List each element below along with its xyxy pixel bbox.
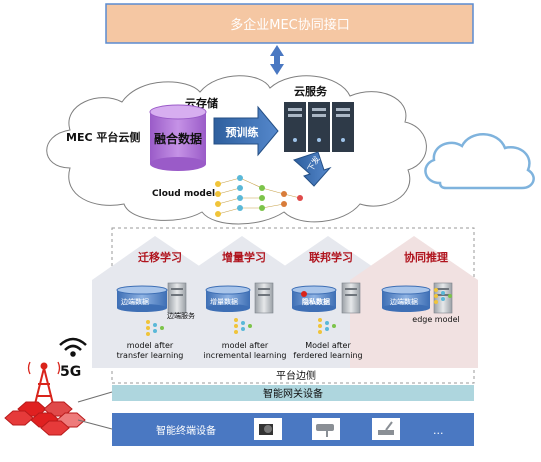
fused-data-label: 融合数据 — [154, 131, 202, 146]
double-arrow-icon — [270, 45, 284, 75]
download-arrow-icon — [293, 151, 332, 187]
model-caption-federated-1: Model after — [305, 341, 351, 350]
decorative-cloud-icon — [424, 133, 535, 190]
platform-edge-label: 平台边侧 — [276, 369, 316, 382]
robot-arm-icon — [372, 418, 400, 440]
model-caption-transfer-2: transfer learning — [117, 351, 184, 360]
gateway-label: 智能网关设备 — [263, 387, 323, 400]
cctv-camera-icon — [312, 418, 340, 440]
incremental-database-icon — [205, 285, 251, 312]
hexagon-cells-icon — [4, 401, 86, 436]
cloud-neural-network-icon — [215, 175, 303, 217]
collab-database-icon — [381, 285, 431, 312]
connector-lines — [77, 391, 113, 430]
cloud-service-label: 云服务 — [294, 84, 328, 98]
header-box — [105, 3, 474, 44]
model-caption-incremental-2: incremental learning — [204, 351, 287, 360]
edge-server-icon — [167, 282, 453, 314]
pretrain-arrow-icon — [213, 105, 279, 157]
edge-db-label-incremental: 增量数据 — [210, 297, 238, 306]
model-caption-collab: edge model — [412, 315, 459, 324]
network-5g-label: 5G — [60, 364, 81, 380]
model-caption-transfer-1: model after — [127, 341, 174, 350]
mec-cloud-shape — [46, 75, 427, 225]
method-title-transfer: 迁移学习 — [138, 250, 182, 264]
terminal-label: 智能终端设备 — [156, 424, 216, 437]
terminal-ellipsis: ... — [433, 424, 444, 437]
pretrain-label: 预训练 — [226, 125, 259, 139]
gateway-bar — [112, 385, 474, 401]
camera-device-icon — [254, 418, 282, 440]
wireless-signal-icon — [59, 337, 87, 357]
edge-service-label: 边端服务 — [167, 311, 195, 320]
terminal-bar — [112, 413, 474, 446]
radio-tower-icon — [27, 361, 61, 409]
privacy-database-icon — [291, 285, 337, 312]
model-caption-incremental-1: model after — [222, 341, 269, 350]
mec-platform-cloud-label: MEC 平台云侧 — [66, 130, 140, 144]
method-title-incremental: 增量学习 — [222, 250, 266, 264]
server-rack-icon — [284, 102, 354, 152]
edge-db-label-transfer: 边端数据 — [121, 297, 149, 306]
edge-database-icon — [116, 285, 168, 312]
method-title-collab-inference: 协同推理 — [404, 250, 448, 264]
fused-data-database-icon — [149, 104, 207, 171]
method-title-federated: 联邦学习 — [309, 250, 353, 264]
edge-db-label-collab: 边端数据 — [390, 297, 418, 306]
edge-db-label-federated: 隐私数据 — [302, 297, 330, 306]
header-title: 多企业MEC协同接口 — [230, 17, 350, 33]
edge-neural-network-icon — [146, 288, 452, 336]
model-caption-federated-2: ferdered learning — [293, 351, 362, 360]
cloud-model-label: Cloud model — [152, 189, 215, 199]
